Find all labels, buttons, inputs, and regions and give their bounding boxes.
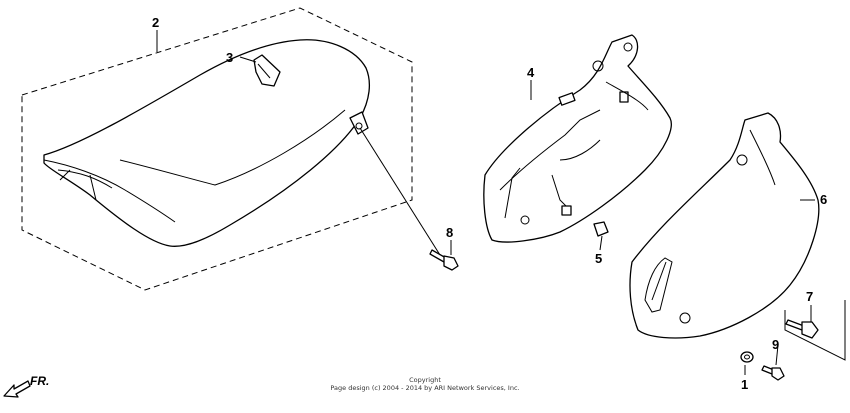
callout-6: 6 <box>820 192 827 207</box>
right-side-cover-part-6[interactable] <box>629 112 820 339</box>
front-label: FR. <box>30 374 49 388</box>
callout-5: 5 <box>595 251 602 266</box>
bolt-part-9[interactable] <box>761 365 785 381</box>
front-arrow-icon <box>3 380 31 398</box>
callout-1: 1 <box>741 377 748 392</box>
callout-4: 4 <box>527 65 535 80</box>
copyright-line-1: Copyright <box>409 376 441 384</box>
seat-assembly-box <box>21 7 413 291</box>
callout-7: 7 <box>806 289 813 304</box>
leader-lines <box>156 30 846 375</box>
seat-strap-part-3[interactable] <box>253 54 281 87</box>
bolt-part-8[interactable] <box>429 249 459 271</box>
bolt-part-7[interactable] <box>785 319 819 339</box>
front-direction-indicator: FR. <box>3 374 49 398</box>
collar-part-1[interactable] <box>740 351 754 363</box>
callout-9: 9 <box>772 337 779 352</box>
seat-part-2[interactable] <box>43 39 371 247</box>
callout-2: 2 <box>152 15 159 30</box>
left-side-cover-part-4[interactable] <box>483 34 672 243</box>
clip-part-5[interactable] <box>593 221 609 237</box>
callout-8: 8 <box>446 225 453 240</box>
callout-3: 3 <box>226 50 233 65</box>
copyright-line-2: Page design (c) 2004 - 2014 by ARI Netwo… <box>330 384 519 392</box>
